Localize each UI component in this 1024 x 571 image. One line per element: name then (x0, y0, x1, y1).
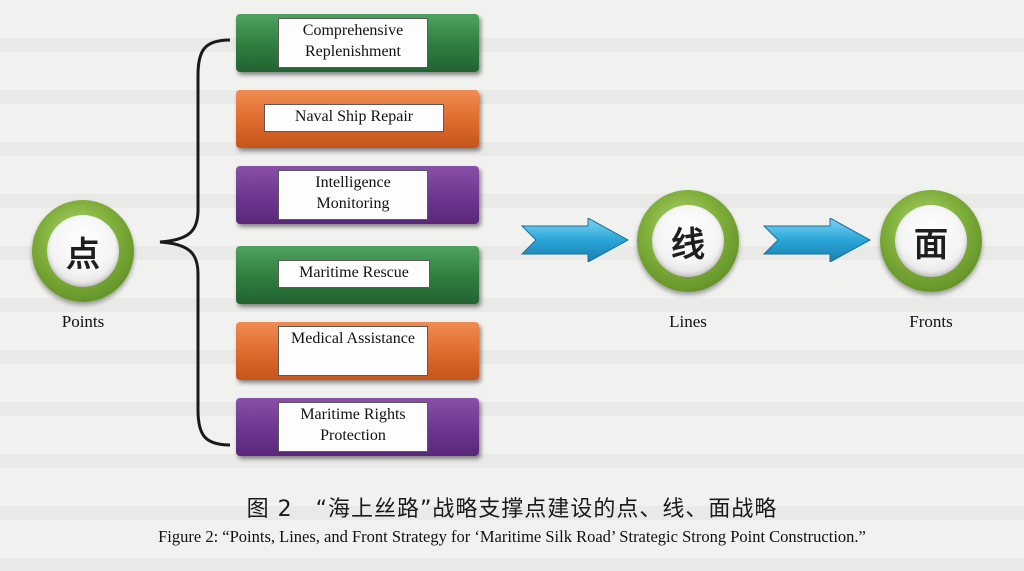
lines-node-face: 线 (652, 205, 724, 277)
card-label: Maritime Rights Protection (278, 402, 428, 452)
points-label: Points (61, 312, 105, 331)
card-naval-ship-repair: Naval Ship Repair (236, 90, 479, 148)
fronts-glyph: 面 (914, 224, 948, 265)
points-glyph: 点 (66, 234, 100, 275)
points-node-face: 点 (47, 215, 119, 287)
card-maritime-rights-protection: Maritime Rights Protection (236, 398, 479, 456)
lines-glyph: 线 (671, 224, 705, 265)
card-maritime-rescue: Maritime Rescue (236, 246, 479, 304)
fronts-node: 面 (880, 190, 982, 292)
points-node: 点 (32, 200, 134, 302)
caption-chinese: 图 2 “海上丝路”战略支撑点建设的点、线、面战略 (246, 497, 778, 522)
fronts-label: Fronts (909, 312, 953, 331)
card-comprehensive-replenishment: Comprehensive Replenishment (236, 14, 479, 72)
card-label: Maritime Rescue (278, 260, 430, 288)
brace-icon (159, 38, 231, 447)
lines-label: Lines (669, 312, 707, 331)
card-medical-assistance: Medical Assistance (236, 322, 479, 380)
card-label: Naval Ship Repair (264, 104, 444, 132)
card-label: Medical Assistance (278, 326, 428, 376)
lines-node: 线 (637, 190, 739, 292)
arrow-right-icon (762, 218, 872, 262)
card-label: Comprehensive Replenishment (278, 18, 428, 68)
card-label: Intelligence Monitoring (278, 170, 428, 220)
card-intelligence-monitoring: Intelligence Monitoring (236, 166, 479, 224)
fronts-node-face: 面 (895, 205, 967, 277)
arrow-right-icon (520, 218, 630, 262)
caption-english: Figure 2: “Points, Lines, and Front Stra… (158, 527, 866, 546)
